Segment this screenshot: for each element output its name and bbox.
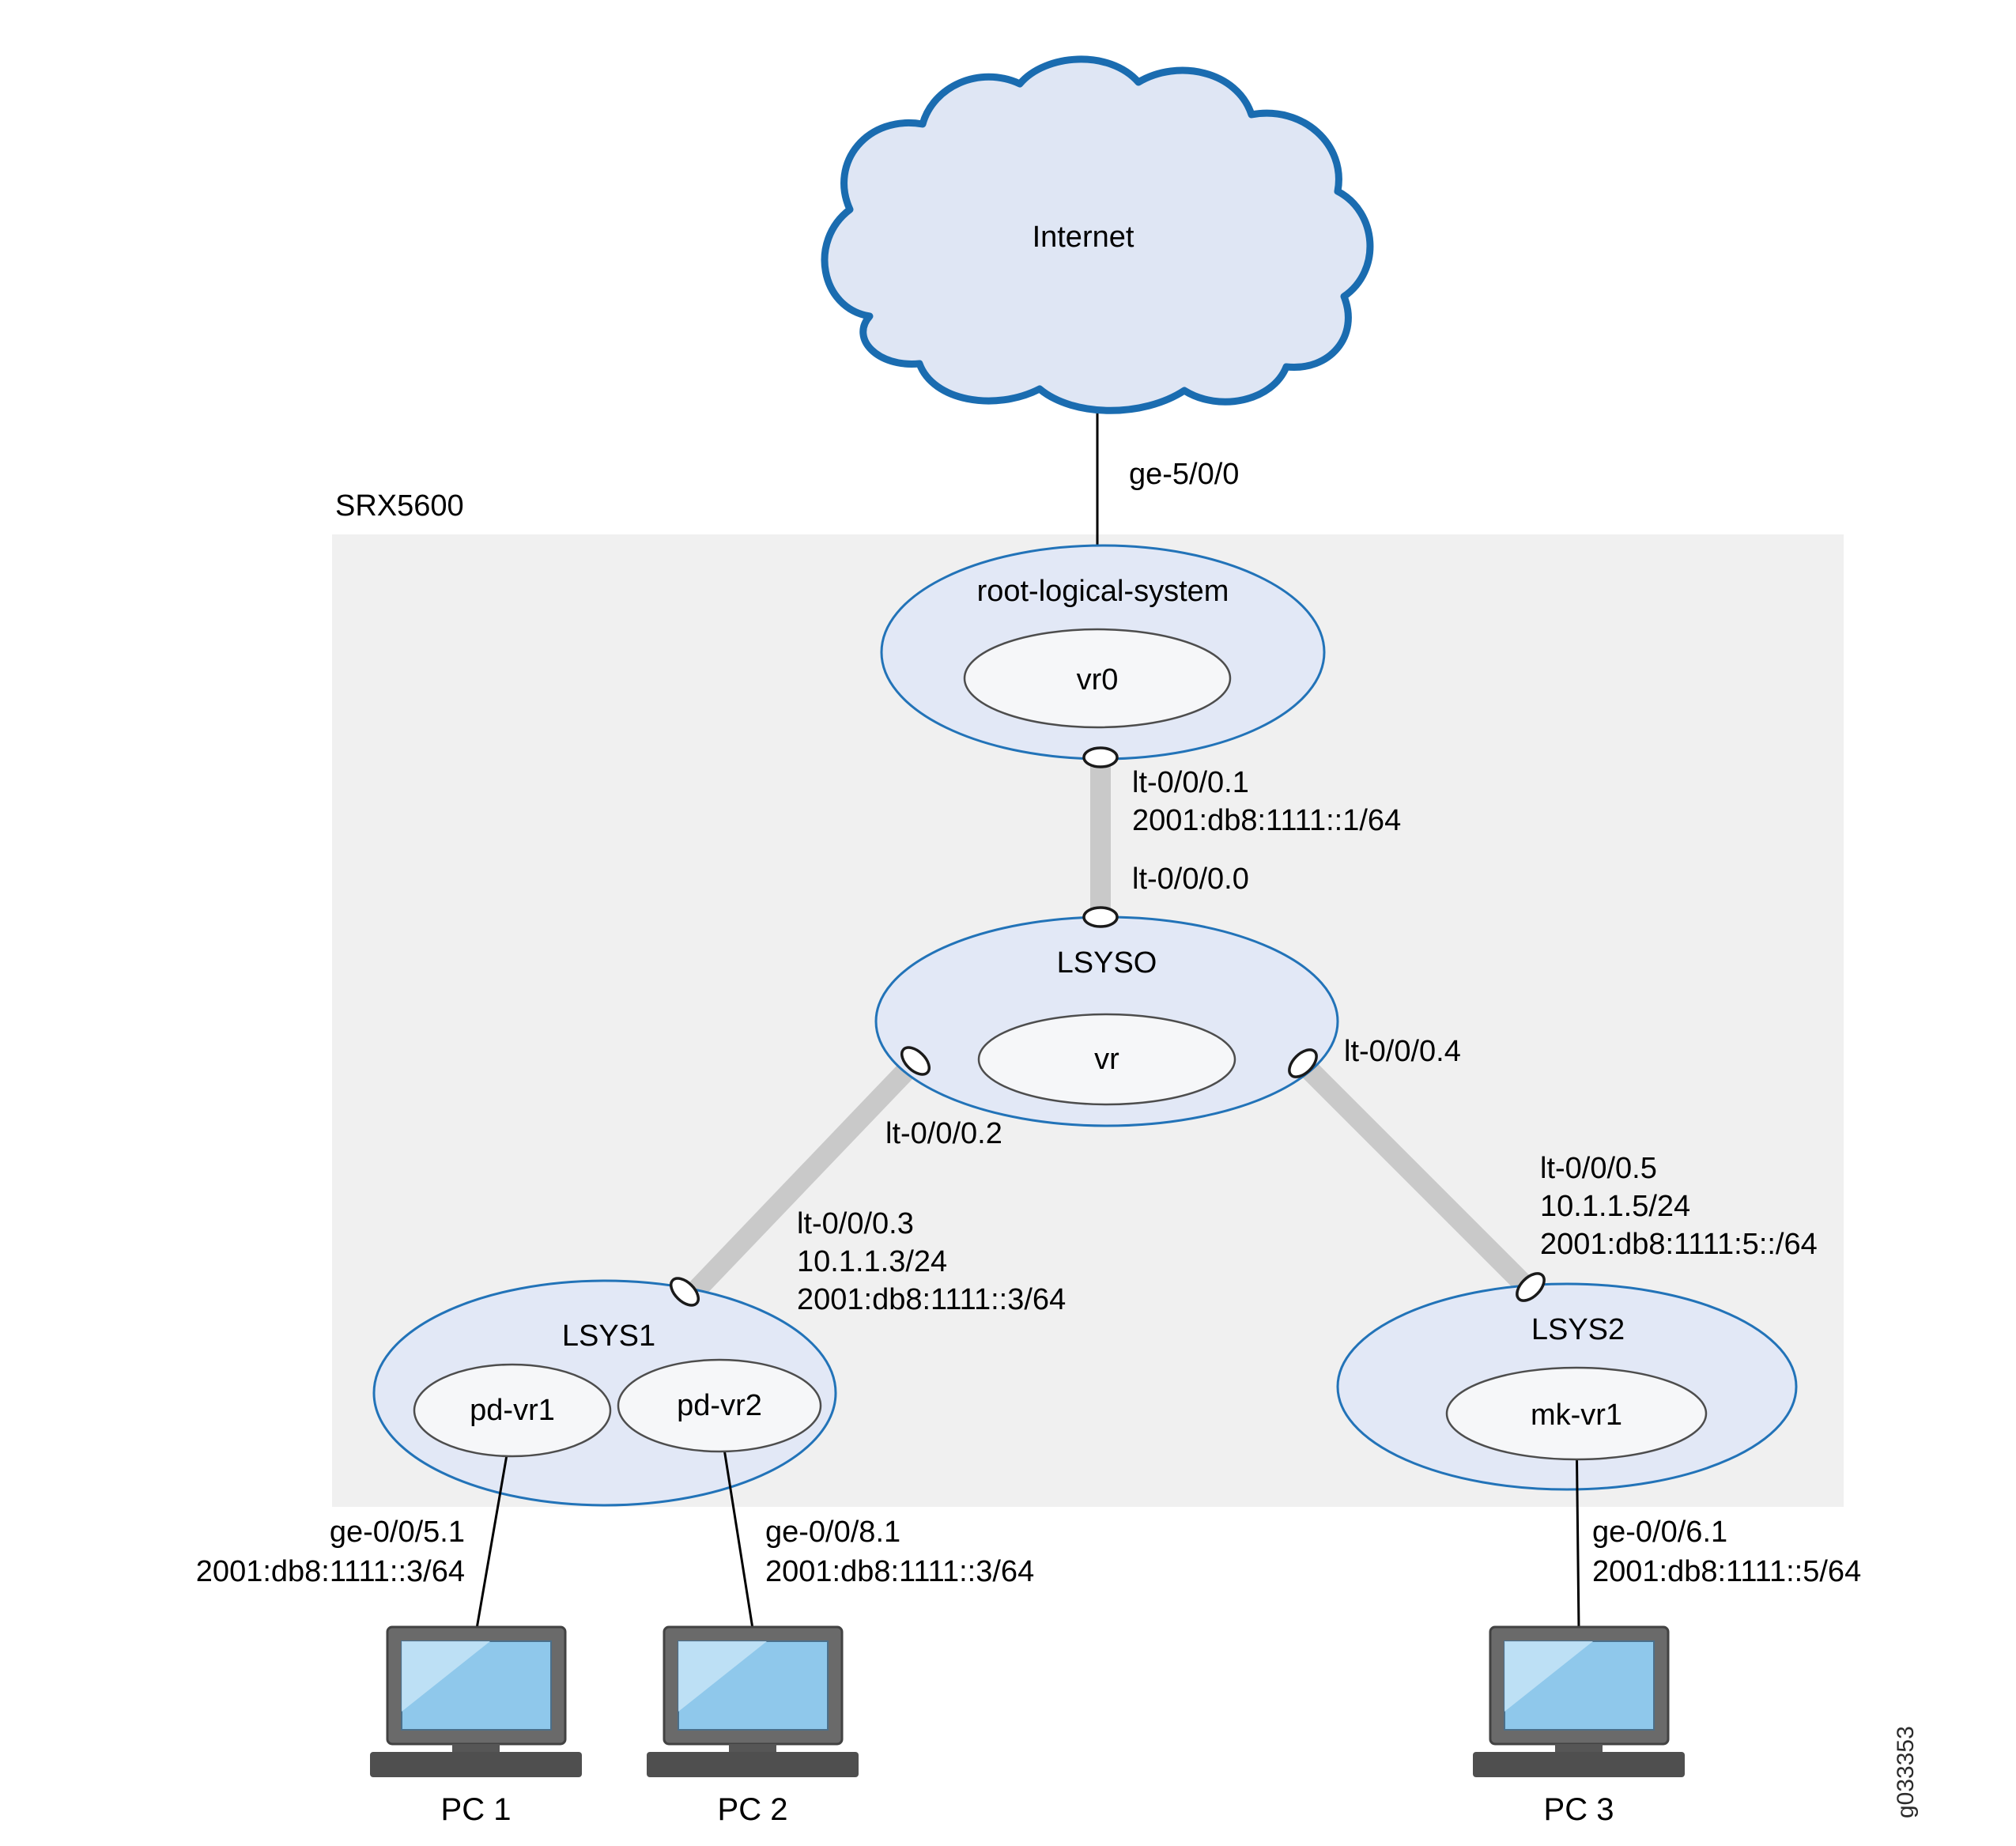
device-label: SRX5600 [335, 489, 464, 523]
pd-vr2-label: pd-vr2 [677, 1389, 762, 1422]
pc2-ip6-label: 2001:db8:1111::3/64 [765, 1555, 1034, 1588]
pc3-interface-label: ge-0/0/6.1 [1592, 1516, 1727, 1549]
lsys0-lt0-label: lt-0/0/0.0 [1132, 863, 1249, 896]
vr0-ellipse [963, 628, 1232, 729]
port-root-lt-0-0-0-1 [1082, 746, 1119, 768]
lsys2-lt5-ip4-label: 10.1.1.5/24 [1540, 1190, 1690, 1223]
port-lsys1-lt-0-0-0-3 [669, 1277, 700, 1307]
root-lt-ip6-label: 2001:db8:1111::1/64 [1132, 804, 1401, 837]
lsys2-lt5-ip6-label: 2001:db8:1111:5::/64 [1540, 1228, 1818, 1261]
pd-vr1-label: pd-vr1 [470, 1394, 555, 1427]
pc2-icon [647, 1625, 859, 1777]
mk-vr1-ellipse [1445, 1366, 1708, 1461]
pc1-screen-shine [402, 1641, 490, 1712]
root-lt-interface-label: lt-0/0/0.1 [1132, 766, 1249, 799]
uplink-interface-label: ge-5/0/0 [1129, 458, 1239, 491]
pc3-label: PC 3 [1544, 1792, 1614, 1827]
pc2-wire [718, 1418, 754, 1629]
pd-vr1-ellipse [413, 1363, 612, 1458]
lsys1-lt3-ip4-label: 10.1.1.3/24 [797, 1245, 947, 1278]
pc3-ip6-label: 2001:db8:1111::5/64 [1592, 1555, 1861, 1588]
root-logical-system-label: root-logical-system [977, 575, 1229, 608]
lsys1-label: LSYS1 [562, 1319, 655, 1353]
port-lsys0-lt-0-0-0-4 [1288, 1048, 1318, 1078]
pc1-stand-neck [452, 1744, 500, 1752]
pc1-base [370, 1752, 582, 1777]
lsys2-lt5-label: lt-0/0/0.5 [1540, 1152, 1657, 1185]
mk-vr1-label: mk-vr1 [1531, 1399, 1622, 1432]
pc3-icon [1473, 1625, 1685, 1777]
pc3-base [1473, 1752, 1685, 1777]
pc1-label: PC 1 [441, 1792, 512, 1827]
pc2-stand-neck [729, 1744, 776, 1752]
internet-label: Internet [1033, 221, 1134, 254]
lsys0-lt4-label: lt-0/0/0.4 [1344, 1035, 1461, 1068]
pc3-stand-neck [1555, 1744, 1603, 1752]
internet-cloud [821, 55, 1374, 414]
lsys2-label: LSYS2 [1531, 1313, 1625, 1346]
pc2-base [647, 1752, 859, 1777]
vr0-label: vr0 [1077, 663, 1119, 696]
pc1-interface-label: ge-0/0/5.1 [330, 1516, 465, 1549]
lsys1-lt3-label: lt-0/0/0.3 [797, 1207, 914, 1240]
pd-vr2-ellipse [617, 1358, 822, 1453]
lsys1-lt3-ip6-label: 2001:db8:1111::3/64 [797, 1283, 1066, 1316]
vr-label: vr [1094, 1043, 1119, 1076]
port-lsys0-lt-0-0-0-2 [900, 1046, 931, 1076]
port-lsys0-lt-0-0-0-0 [1082, 906, 1119, 928]
vr-ellipse [977, 1013, 1236, 1106]
pc1-icon [370, 1625, 582, 1777]
lsys0-label: LSYSO [1057, 946, 1157, 980]
port-lsys2-lt-0-0-0-5 [1516, 1272, 1546, 1302]
link-lsys0-lsys2 [1295, 1055, 1538, 1298]
link-lsys0-lsys1 [678, 1054, 923, 1308]
figure-id-watermark: g033353 [1893, 1726, 1919, 1818]
pc2-interface-label: ge-0/0/8.1 [765, 1516, 900, 1549]
pc1-ip6-label: 2001:db8:1111::3/64 [196, 1555, 465, 1588]
pc1-wire [475, 1422, 514, 1629]
pc2-screen-shine [678, 1641, 767, 1712]
lsys0-lt2-label: lt-0/0/0.2 [885, 1117, 1002, 1150]
pc2-label: PC 2 [718, 1792, 788, 1827]
pc3-screen-shine [1504, 1641, 1593, 1712]
